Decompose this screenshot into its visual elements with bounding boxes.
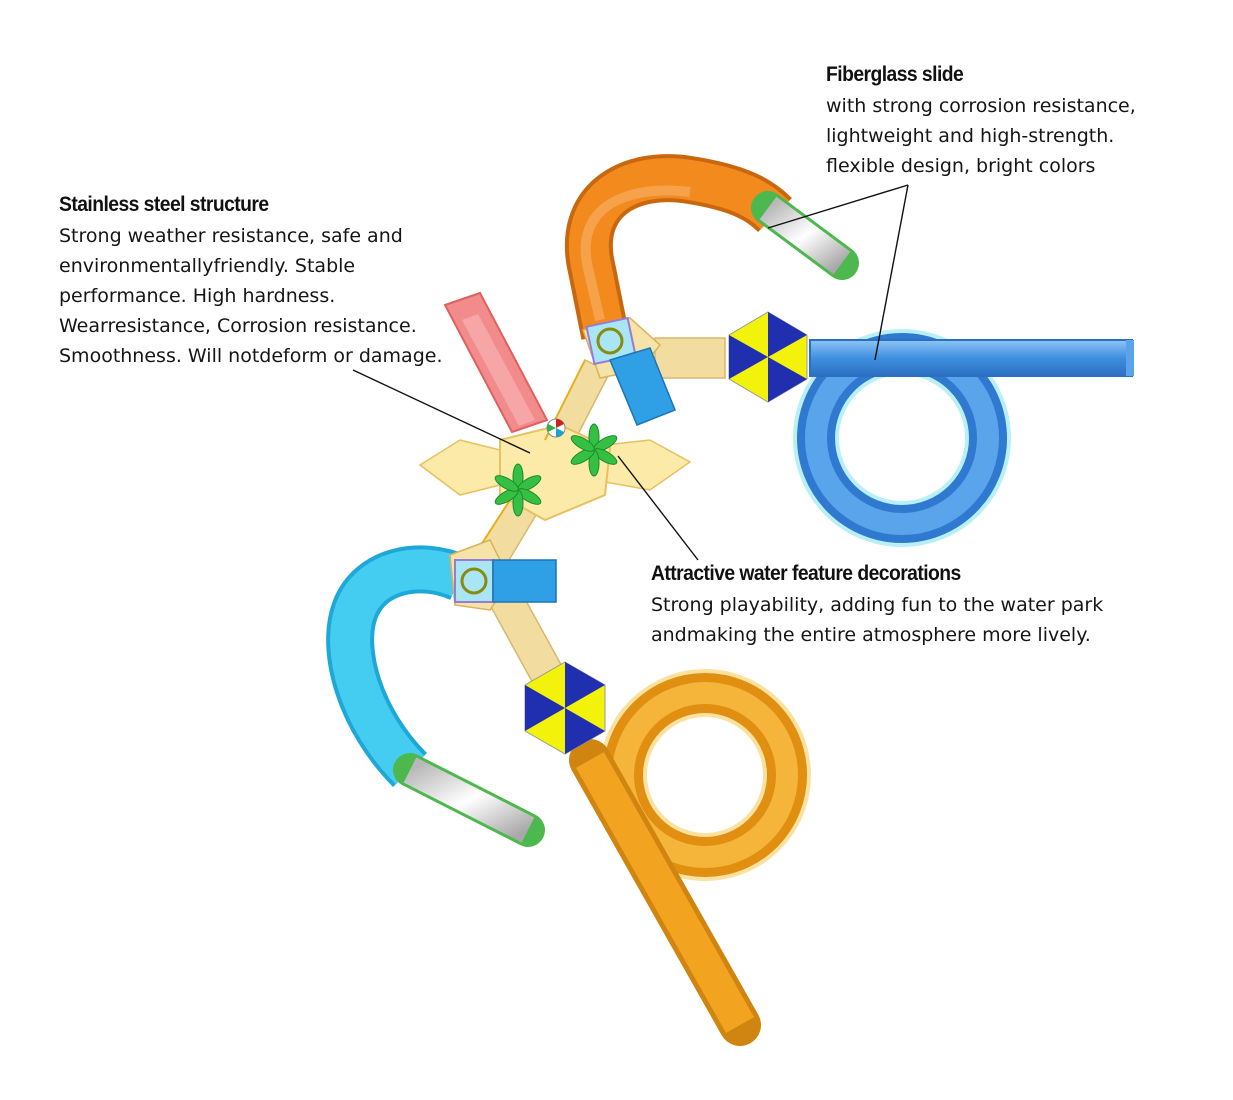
umbrella-bottom <box>524 661 606 755</box>
callout-line: Strong weather resistance, safe and <box>59 225 403 247</box>
cyan-u-slide <box>326 545 545 847</box>
callout-line: with strong corrosion resistance, <box>826 95 1136 117</box>
gold-loop-slide <box>569 669 811 1046</box>
palm-decoration-2 <box>570 423 618 477</box>
callout-title: Attractive water feature decorations <box>651 562 961 585</box>
top-platform-tower <box>582 316 676 426</box>
umbrella-right <box>728 311 808 403</box>
callout-stainless-steel: Stainless steel structure Strong weather… <box>59 193 443 371</box>
orange-u-slide <box>564 154 859 340</box>
callout-fiberglass-slide: Fiberglass slide with strong corrosion r… <box>826 63 1136 181</box>
callout-line: performance. High hardness. <box>59 285 336 307</box>
callout-line: andmaking the entire atmosphere more liv… <box>651 624 1091 646</box>
callout-line: Strong playability, adding fun to the wa… <box>651 594 1104 616</box>
palm-decoration-1 <box>494 463 542 517</box>
callout-title: Stainless steel structure <box>59 193 269 216</box>
callout-leader-lines <box>352 184 909 561</box>
callout-water-features: Attractive water feature decorations Str… <box>651 562 1103 650</box>
lower-platform-tower <box>449 539 557 611</box>
callout-line: lightweight and high-strength. <box>826 125 1115 147</box>
red-straight-slide <box>443 291 549 434</box>
spinner-wheel <box>546 418 566 438</box>
callout-line: environmentallyfriendly. Stable <box>59 255 356 277</box>
callout-title: Fiberglass slide <box>826 63 964 86</box>
callout-line: Smoothness. Will notdeform or damage. <box>59 345 443 367</box>
callout-line: flexible design, bright colors <box>826 155 1096 177</box>
callout-line: Wearresistance, Corrosion resistance. <box>59 315 417 337</box>
blue-loop-slide <box>793 329 1134 547</box>
